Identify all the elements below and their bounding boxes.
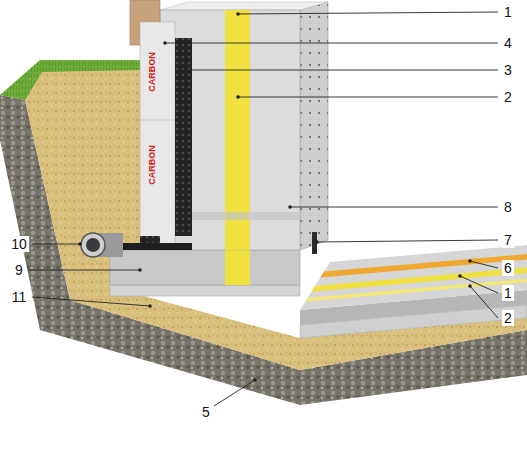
callout-number: 1 bbox=[502, 4, 514, 20]
callout-number: 2 bbox=[502, 310, 514, 326]
xps-board bbox=[140, 22, 175, 248]
callout-number: 8 bbox=[502, 199, 514, 215]
yellow-band-footing bbox=[225, 250, 250, 285]
brand-text: CARBON bbox=[147, 52, 157, 92]
callout-number: 10 bbox=[9, 236, 29, 252]
leader-lines bbox=[28, 12, 498, 406]
footing bbox=[110, 250, 300, 285]
callout-number: 9 bbox=[13, 262, 25, 278]
drain-pipe-end bbox=[81, 233, 105, 257]
callout-number: 3 bbox=[502, 62, 514, 78]
wall-side bbox=[300, 2, 328, 250]
yellow-stripe bbox=[311, 268, 527, 292]
concrete-prep bbox=[110, 285, 300, 296]
callout-number: 4 bbox=[502, 35, 514, 51]
brand-text: CARBON bbox=[147, 145, 157, 185]
yellow-stripe bbox=[305, 279, 527, 302]
grass bbox=[0, 60, 140, 100]
callout-number: 11 bbox=[10, 289, 29, 305]
callout-number: 5 bbox=[200, 404, 212, 420]
leader-dots bbox=[78, 12, 472, 382]
slab-top bbox=[300, 245, 527, 310]
wall-top bbox=[160, 2, 328, 10]
callout-number: 1 bbox=[502, 285, 514, 301]
dimpled-membrane bbox=[140, 38, 192, 246]
callout-number: 2 bbox=[502, 89, 514, 105]
callout-number: 6 bbox=[502, 260, 514, 276]
callout-number: 7 bbox=[502, 232, 514, 248]
